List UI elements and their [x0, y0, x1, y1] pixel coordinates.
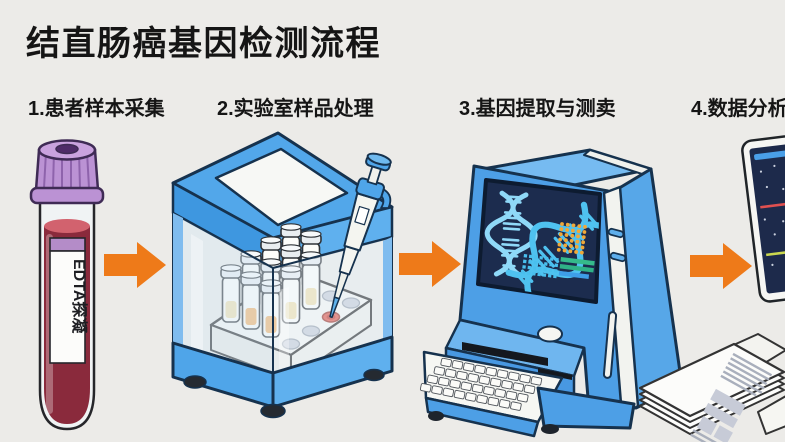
yellow-threshold-line [766, 247, 785, 257]
lab-chamber-icon [171, 131, 394, 419]
blood-tube-icon: EDTA探凝 [29, 139, 105, 431]
side-button [607, 227, 625, 239]
step-1-label: 1.患者样本采集 [28, 98, 165, 120]
front-slot [602, 311, 618, 379]
power-button [537, 325, 563, 343]
keyboard [419, 350, 564, 438]
report-papers-icon [638, 333, 785, 442]
step-3-label: 3.基因提取与测卖 [459, 98, 616, 120]
red-threshold-line [760, 199, 785, 209]
output-slot [462, 342, 548, 366]
flow-arrow-icon [104, 242, 166, 288]
report-content [690, 352, 773, 442]
flow-arrow-icon [399, 241, 461, 287]
sequencer-base [536, 386, 636, 430]
pipette-icon [329, 152, 392, 319]
page-title: 结直肠癌基因检测流程 [26, 25, 381, 63]
step-4-label: 4.数据分析 [691, 98, 785, 120]
analysis-monitor-icon [741, 132, 785, 303]
side-button [609, 251, 627, 263]
step-2-label: 2.实验室样品处理 [217, 98, 374, 120]
progress-bars [558, 257, 595, 280]
flow-arrow-icon [690, 243, 752, 289]
chamber-lid [171, 131, 394, 270]
data-points [759, 164, 785, 266]
chamber-base [171, 335, 394, 419]
screen-content [484, 192, 614, 306]
tube-cap [29, 139, 105, 205]
sequencer-corner-strip [602, 185, 640, 418]
output-slot-dash [538, 368, 572, 380]
tube-label: EDTA探凝 [49, 237, 89, 364]
tube-label-text: EDTA探凝 [70, 259, 89, 334]
sequencer-screen [476, 178, 602, 304]
dna-sequencer-icon [419, 148, 684, 438]
